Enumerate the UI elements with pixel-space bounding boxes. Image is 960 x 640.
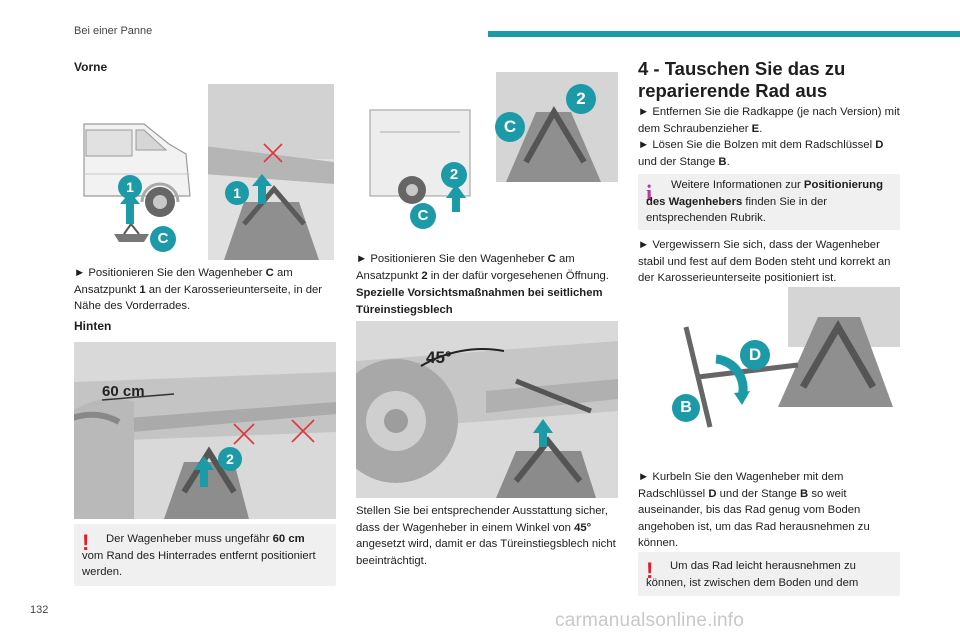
info-icon: i: [646, 180, 653, 205]
warning-text-wheel: Um das Rad leicht herausnehmen zu können…: [646, 560, 859, 589]
badge-d: D: [740, 340, 770, 370]
badge-2-rear: 2: [218, 447, 242, 471]
badge-2-top: 2: [566, 84, 596, 114]
heading-front: Vorne: [74, 60, 108, 74]
info-note: i Weitere Informationen zur Positionieru…: [638, 174, 900, 230]
badge-c-front: C: [150, 226, 176, 252]
badge-1-front-left: 1: [118, 175, 142, 199]
badge-c-mid: C: [410, 203, 436, 229]
badge-1-front-right: 1: [225, 181, 249, 205]
section-heading-4: 4 - Tauschen Sie das zu reparierende Rad…: [638, 58, 846, 101]
watermark: carmanualsonline.info: [555, 610, 745, 631]
info-text: Weitere Informationen zur Positionierung…: [646, 179, 883, 225]
illustration-van-front: [74, 84, 200, 260]
illustration-rear-jack: [74, 342, 336, 519]
warning-note-rear: ! Der Wagenheber muss ungefähr 60 cm vom…: [74, 524, 336, 586]
illustration-45-degree: [356, 321, 618, 498]
bullet-crank-jack: ► Kurbeln Sie den Wagenheber mit dem Rad…: [638, 471, 870, 550]
front-badges-overlay: [120, 174, 272, 224]
bullet-loosen-bolts: ► Lösen Sie die Bolzen mit dem Radschlüs…: [638, 139, 884, 168]
illustration-jack-point-front: [204, 84, 334, 260]
section-title: Bei einer Panne: [74, 25, 153, 37]
warning-text-rear: Der Wagenheber muss ungefähr 60 cm vom R…: [82, 533, 316, 579]
angle-label: 45°: [426, 348, 452, 367]
bullet-check-jack: ► Vergewissern Sie sich, dass der Wagenh…: [638, 239, 891, 285]
warning-icon: !: [82, 530, 90, 555]
front-instruction: ► Positionieren Sie den Wagenheber C am …: [74, 267, 323, 313]
badge-b: B: [672, 394, 700, 422]
page-number: 132: [30, 604, 49, 616]
heading-rear: Hinten: [74, 319, 112, 333]
badge-2-mid: 2: [441, 162, 467, 188]
warning-note-wheel: ! Um das Rad leicht herausnehmen zu könn…: [638, 552, 900, 596]
angle-paragraph: Stellen Sie bei entsprechender Ausstattu…: [356, 505, 616, 567]
illustration-jack-point-2: [356, 72, 618, 238]
illustration-jack-crank: [638, 287, 900, 457]
header-accent-bar: [488, 31, 960, 37]
position-2-instruction: ► Positionieren Sie den Wagenheber C am …: [356, 253, 609, 282]
warning-icon: !: [646, 558, 654, 583]
badge-c-top: C: [495, 112, 525, 142]
rear-measure-label: 60 cm: [102, 383, 145, 400]
bullet-remove-hubcap: ► Entfernen Sie die Radkappe (je nach Ve…: [638, 106, 900, 135]
sill-precaution-heading: Spezielle Vorsichtsmaßnahmen bei seitlic…: [356, 287, 603, 316]
